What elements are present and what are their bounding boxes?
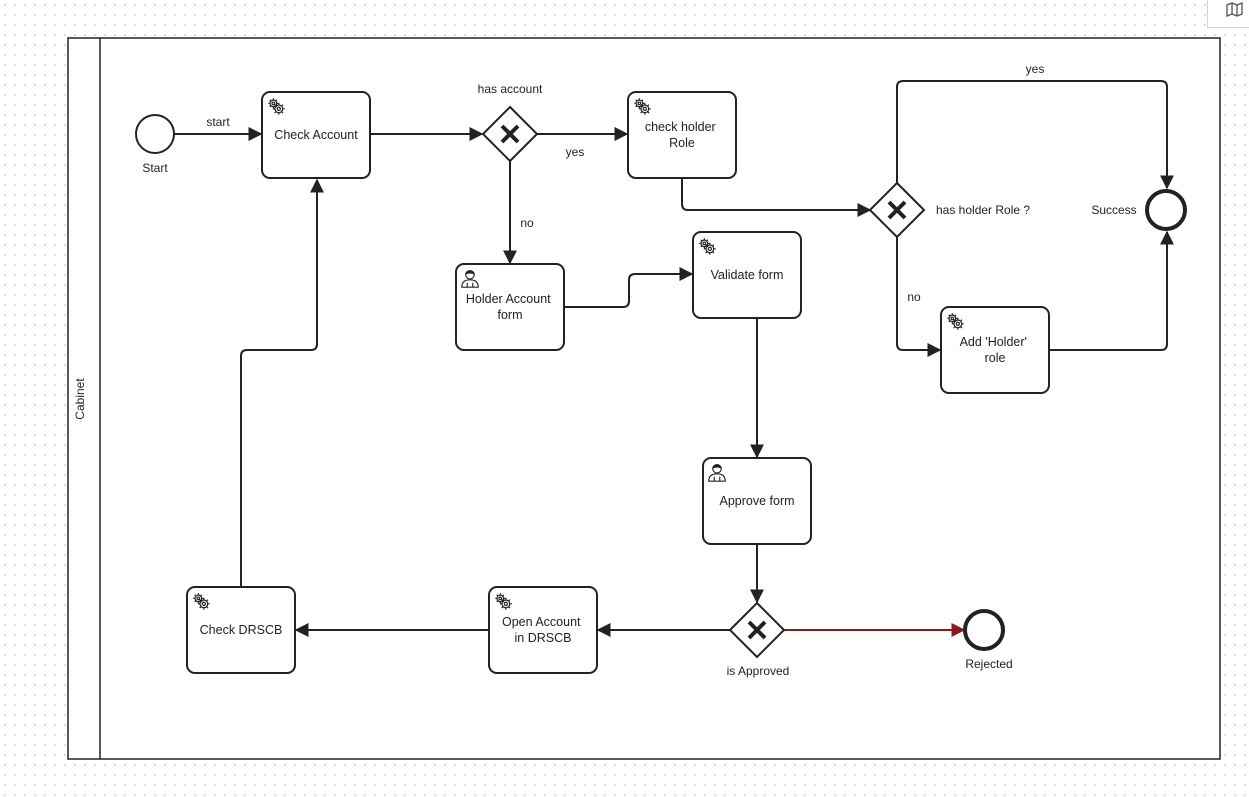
task-check-drscb-label: Check DRSCB xyxy=(200,623,283,637)
task-check-holder-role-label-line2: Role xyxy=(669,136,695,150)
svg-text:Check DRSCB: Check DRSCB xyxy=(200,623,283,637)
flow-holder-role-yes[interactable] xyxy=(896,80,1174,190)
svg-text:Holder Account form: Holder Account form xyxy=(466,292,554,322)
minimap-toggle-button[interactable] xyxy=(1207,0,1249,28)
flow-label-holder-role-no: no xyxy=(907,290,921,304)
flow-label-has-account-yes: yes xyxy=(566,145,585,159)
svg-text:Validate form: Validate form xyxy=(711,268,784,282)
task-validate-form[interactable]: Validate form xyxy=(692,231,802,319)
map-icon xyxy=(1226,2,1243,17)
task-open-account-label-line1: Open Account xyxy=(502,615,581,629)
task-check-account[interactable]: Check Account xyxy=(261,91,371,179)
flow-holder-form-to-validate[interactable] xyxy=(564,267,694,308)
start-event[interactable]: Start xyxy=(135,114,175,175)
flow-check-drscb-to-check-account[interactable] xyxy=(240,178,324,587)
task-add-holder-role[interactable]: Add 'Holder' role xyxy=(940,306,1050,394)
end-event-success[interactable]: Success xyxy=(1091,189,1187,231)
flow-label-has-account-no: no xyxy=(520,216,534,230)
gateway-is-approved[interactable]: is Approved xyxy=(727,601,790,678)
start-event-label: Start xyxy=(142,161,168,175)
svg-text:Check Account: Check Account xyxy=(274,128,358,142)
flow-add-role-to-success[interactable] xyxy=(1048,230,1174,351)
task-holder-account-form-label-line2: form xyxy=(498,308,523,322)
end-event-rejected-label: Rejected xyxy=(965,657,1012,671)
end-event-rejected[interactable]: Rejected xyxy=(963,609,1013,671)
svg-text:Add 'Holder' role: Add 'Holder' role xyxy=(960,335,1031,365)
end-event-success-label: Success xyxy=(1091,203,1136,217)
task-add-holder-role-label-line1: Add 'Holder' xyxy=(960,335,1027,349)
exclusive-x-icon xyxy=(500,124,520,144)
svg-text:Approve form: Approve form xyxy=(719,494,794,508)
gateway-has-holder-role-label: has holder Role ? xyxy=(936,203,1030,217)
svg-text:Open Account in DRSCB: Open Account in DRSCB xyxy=(502,615,584,645)
flow-label-holder-role-yes: yes xyxy=(1026,62,1045,76)
sequence-flows xyxy=(174,80,1174,637)
gateway-is-approved-label: is Approved xyxy=(727,664,790,678)
exclusive-x-icon xyxy=(887,200,907,220)
task-open-account-in-drscb[interactable]: Open Account in DRSCB xyxy=(488,586,598,674)
svg-text:check holder Role: check holder Role xyxy=(645,120,719,150)
task-add-holder-role-label-line2: role xyxy=(985,351,1006,365)
task-holder-account-form[interactable]: Holder Account form xyxy=(455,263,565,351)
gateway-has-holder-role[interactable]: has holder Role ? xyxy=(868,181,1030,239)
task-open-account-label-line2: in DRSCB xyxy=(515,631,572,645)
gateway-has-account[interactable]: has account xyxy=(478,82,543,163)
task-approve-form-label: Approve form xyxy=(719,494,794,508)
task-check-account-label: Check Account xyxy=(274,128,358,142)
task-check-holder-role[interactable]: check holder Role xyxy=(627,91,737,179)
flow-check-role-to-holder-role-gateway[interactable] xyxy=(681,178,872,217)
flow-holder-role-no[interactable] xyxy=(896,237,942,357)
task-check-drscb[interactable]: Check DRSCB xyxy=(186,586,296,674)
flow-label-start: start xyxy=(206,115,230,129)
task-holder-account-form-label-line1: Holder Account xyxy=(466,292,551,306)
task-check-holder-role-label-line1: check holder xyxy=(645,120,716,134)
gateway-has-account-label: has account xyxy=(478,82,543,96)
pool-label: Cabinet xyxy=(73,378,87,420)
task-approve-form[interactable]: Approve form xyxy=(702,457,812,545)
task-validate-form-label: Validate form xyxy=(711,268,784,282)
exclusive-x-icon xyxy=(747,620,767,640)
